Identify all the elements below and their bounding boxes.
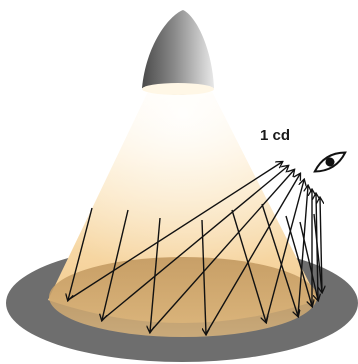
illuminated-floor-area xyxy=(49,257,317,337)
intensity-label: 1 cd xyxy=(260,127,290,144)
eye-icon xyxy=(312,148,348,176)
lamp-shade-icon xyxy=(142,10,214,95)
